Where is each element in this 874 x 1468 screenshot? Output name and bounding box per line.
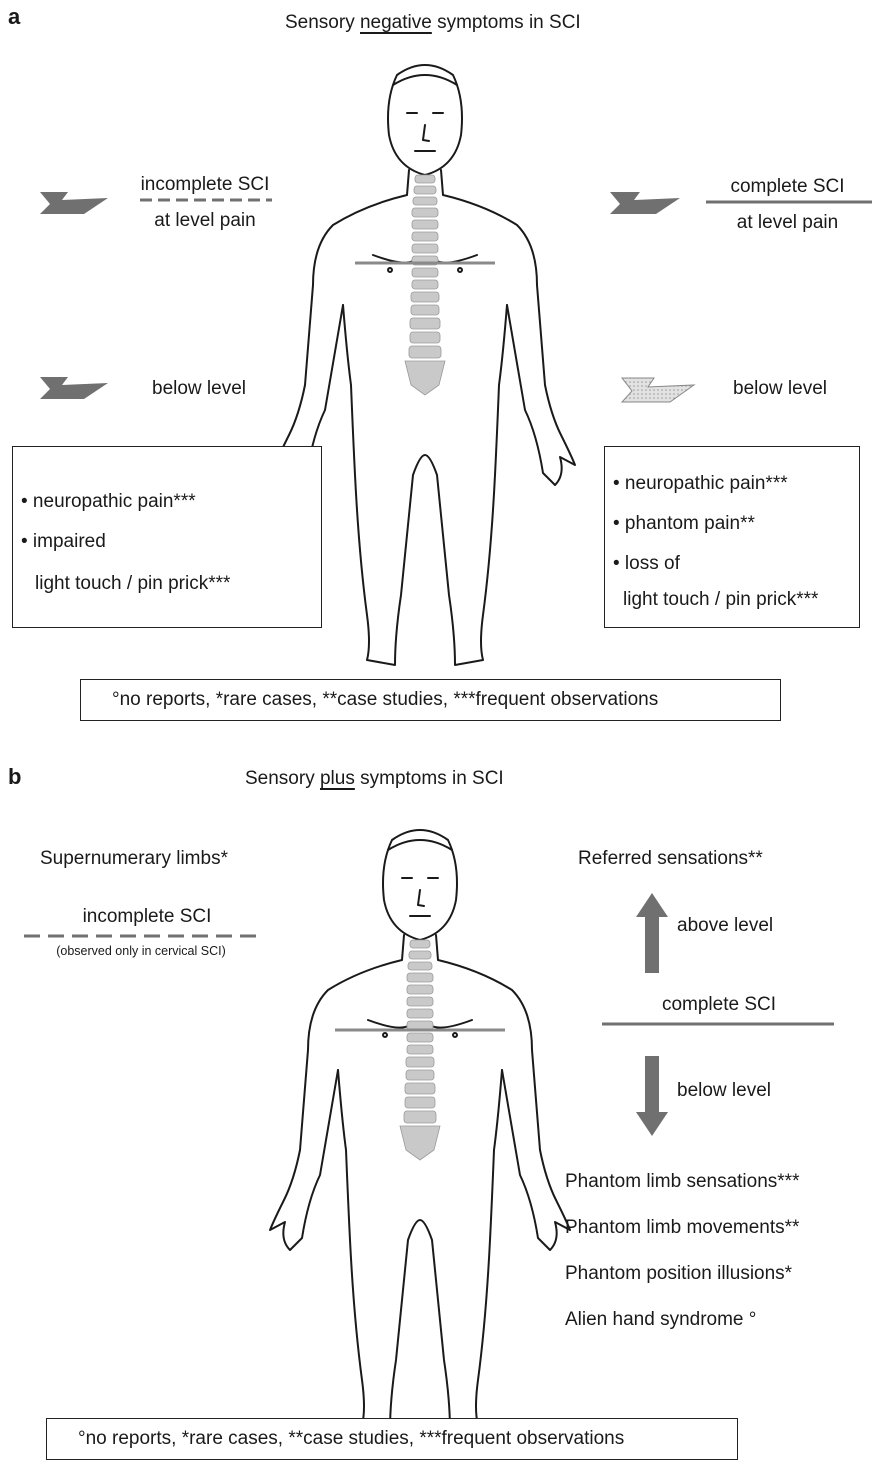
symptom-item: • impaired	[21, 531, 106, 553]
symptom-item: • phantom pain**	[613, 513, 755, 535]
plus-symptom-item: Phantom position illusions*	[565, 1263, 792, 1285]
plus-symptom-item: Phantom limb sensations***	[565, 1171, 799, 1193]
incomplete-sci-symptom-box: • neuropathic pain*** • impaired light t…	[12, 446, 322, 628]
label-at-level-pain-left: at level pain	[120, 210, 290, 232]
label-referred-sensations: Referred sensations**	[578, 848, 763, 870]
symptom-item: • neuropathic pain***	[613, 473, 788, 495]
label-below-level-b: below level	[677, 1080, 771, 1102]
complete-sci-solid-line-b	[602, 1022, 834, 1026]
arrow-up-icon	[636, 893, 668, 973]
label-below-level-left: below level	[152, 378, 246, 400]
panel-b-letter: b	[8, 764, 21, 790]
panel-a-title: Sensory negative symptoms in SCI	[285, 12, 581, 34]
panel-a-title-emphasis: negative	[360, 12, 432, 33]
panel-b-title: Sensory plus symptoms in SCI	[245, 768, 504, 790]
label-above-level: above level	[677, 915, 773, 937]
complete-sci-symptom-box: • neuropathic pain*** • phantom pain** •…	[604, 446, 860, 628]
incomplete-sci-dashed-line	[140, 198, 272, 202]
panel-b-title-emphasis: plus	[320, 768, 355, 789]
pain-bolt-icon	[30, 190, 110, 216]
symptom-item: • neuropathic pain***	[21, 491, 196, 513]
panel-a-letter: a	[8, 4, 20, 30]
panel-a-title-pre: Sensory	[285, 12, 360, 33]
legend-box-b: °no reports, *rare cases, **case studies…	[46, 1418, 738, 1460]
arrow-down-icon	[636, 1056, 668, 1136]
label-supernumerary-limbs: Supernumerary limbs*	[40, 848, 228, 870]
label-below-level-right: below level	[733, 378, 827, 400]
body-figure-b	[250, 820, 590, 1440]
legend-box-a: °no reports, *rare cases, **case studies…	[80, 679, 781, 721]
pain-bolt-icon	[600, 190, 682, 216]
panel-b-title-pre: Sensory	[245, 768, 320, 789]
dotted-pain-bolt-icon	[612, 376, 696, 404]
plus-symptom-item: Phantom limb movements**	[565, 1217, 799, 1239]
incomplete-sci-dashed-line-b	[24, 934, 258, 938]
label-complete-sci-b: complete SCI	[604, 994, 834, 1016]
symptom-item: • loss of	[613, 553, 680, 575]
label-incomplete-sci-b: incomplete SCI	[40, 906, 254, 928]
panel-a-title-post: symptoms in SCI	[432, 12, 581, 33]
legend-text-a: °no reports, *rare cases, **case studies…	[112, 689, 658, 711]
plus-symptom-item: Alien hand syndrome °	[565, 1309, 756, 1331]
label-complete-sci-a: complete SCI	[705, 176, 870, 198]
pain-bolt-icon	[30, 375, 110, 401]
symptom-item: light touch / pin prick***	[35, 573, 230, 595]
panel-b-title-post: symptoms in SCI	[355, 768, 504, 789]
complete-sci-solid-line	[706, 200, 872, 204]
label-cervical-note: (observed only in cervical SCI)	[24, 944, 258, 958]
label-incomplete-sci-a: incomplete SCI	[120, 174, 290, 196]
symptom-item: light touch / pin prick***	[623, 589, 818, 611]
label-at-level-pain-right: at level pain	[705, 212, 870, 234]
legend-text-b: °no reports, *rare cases, **case studies…	[78, 1428, 624, 1450]
